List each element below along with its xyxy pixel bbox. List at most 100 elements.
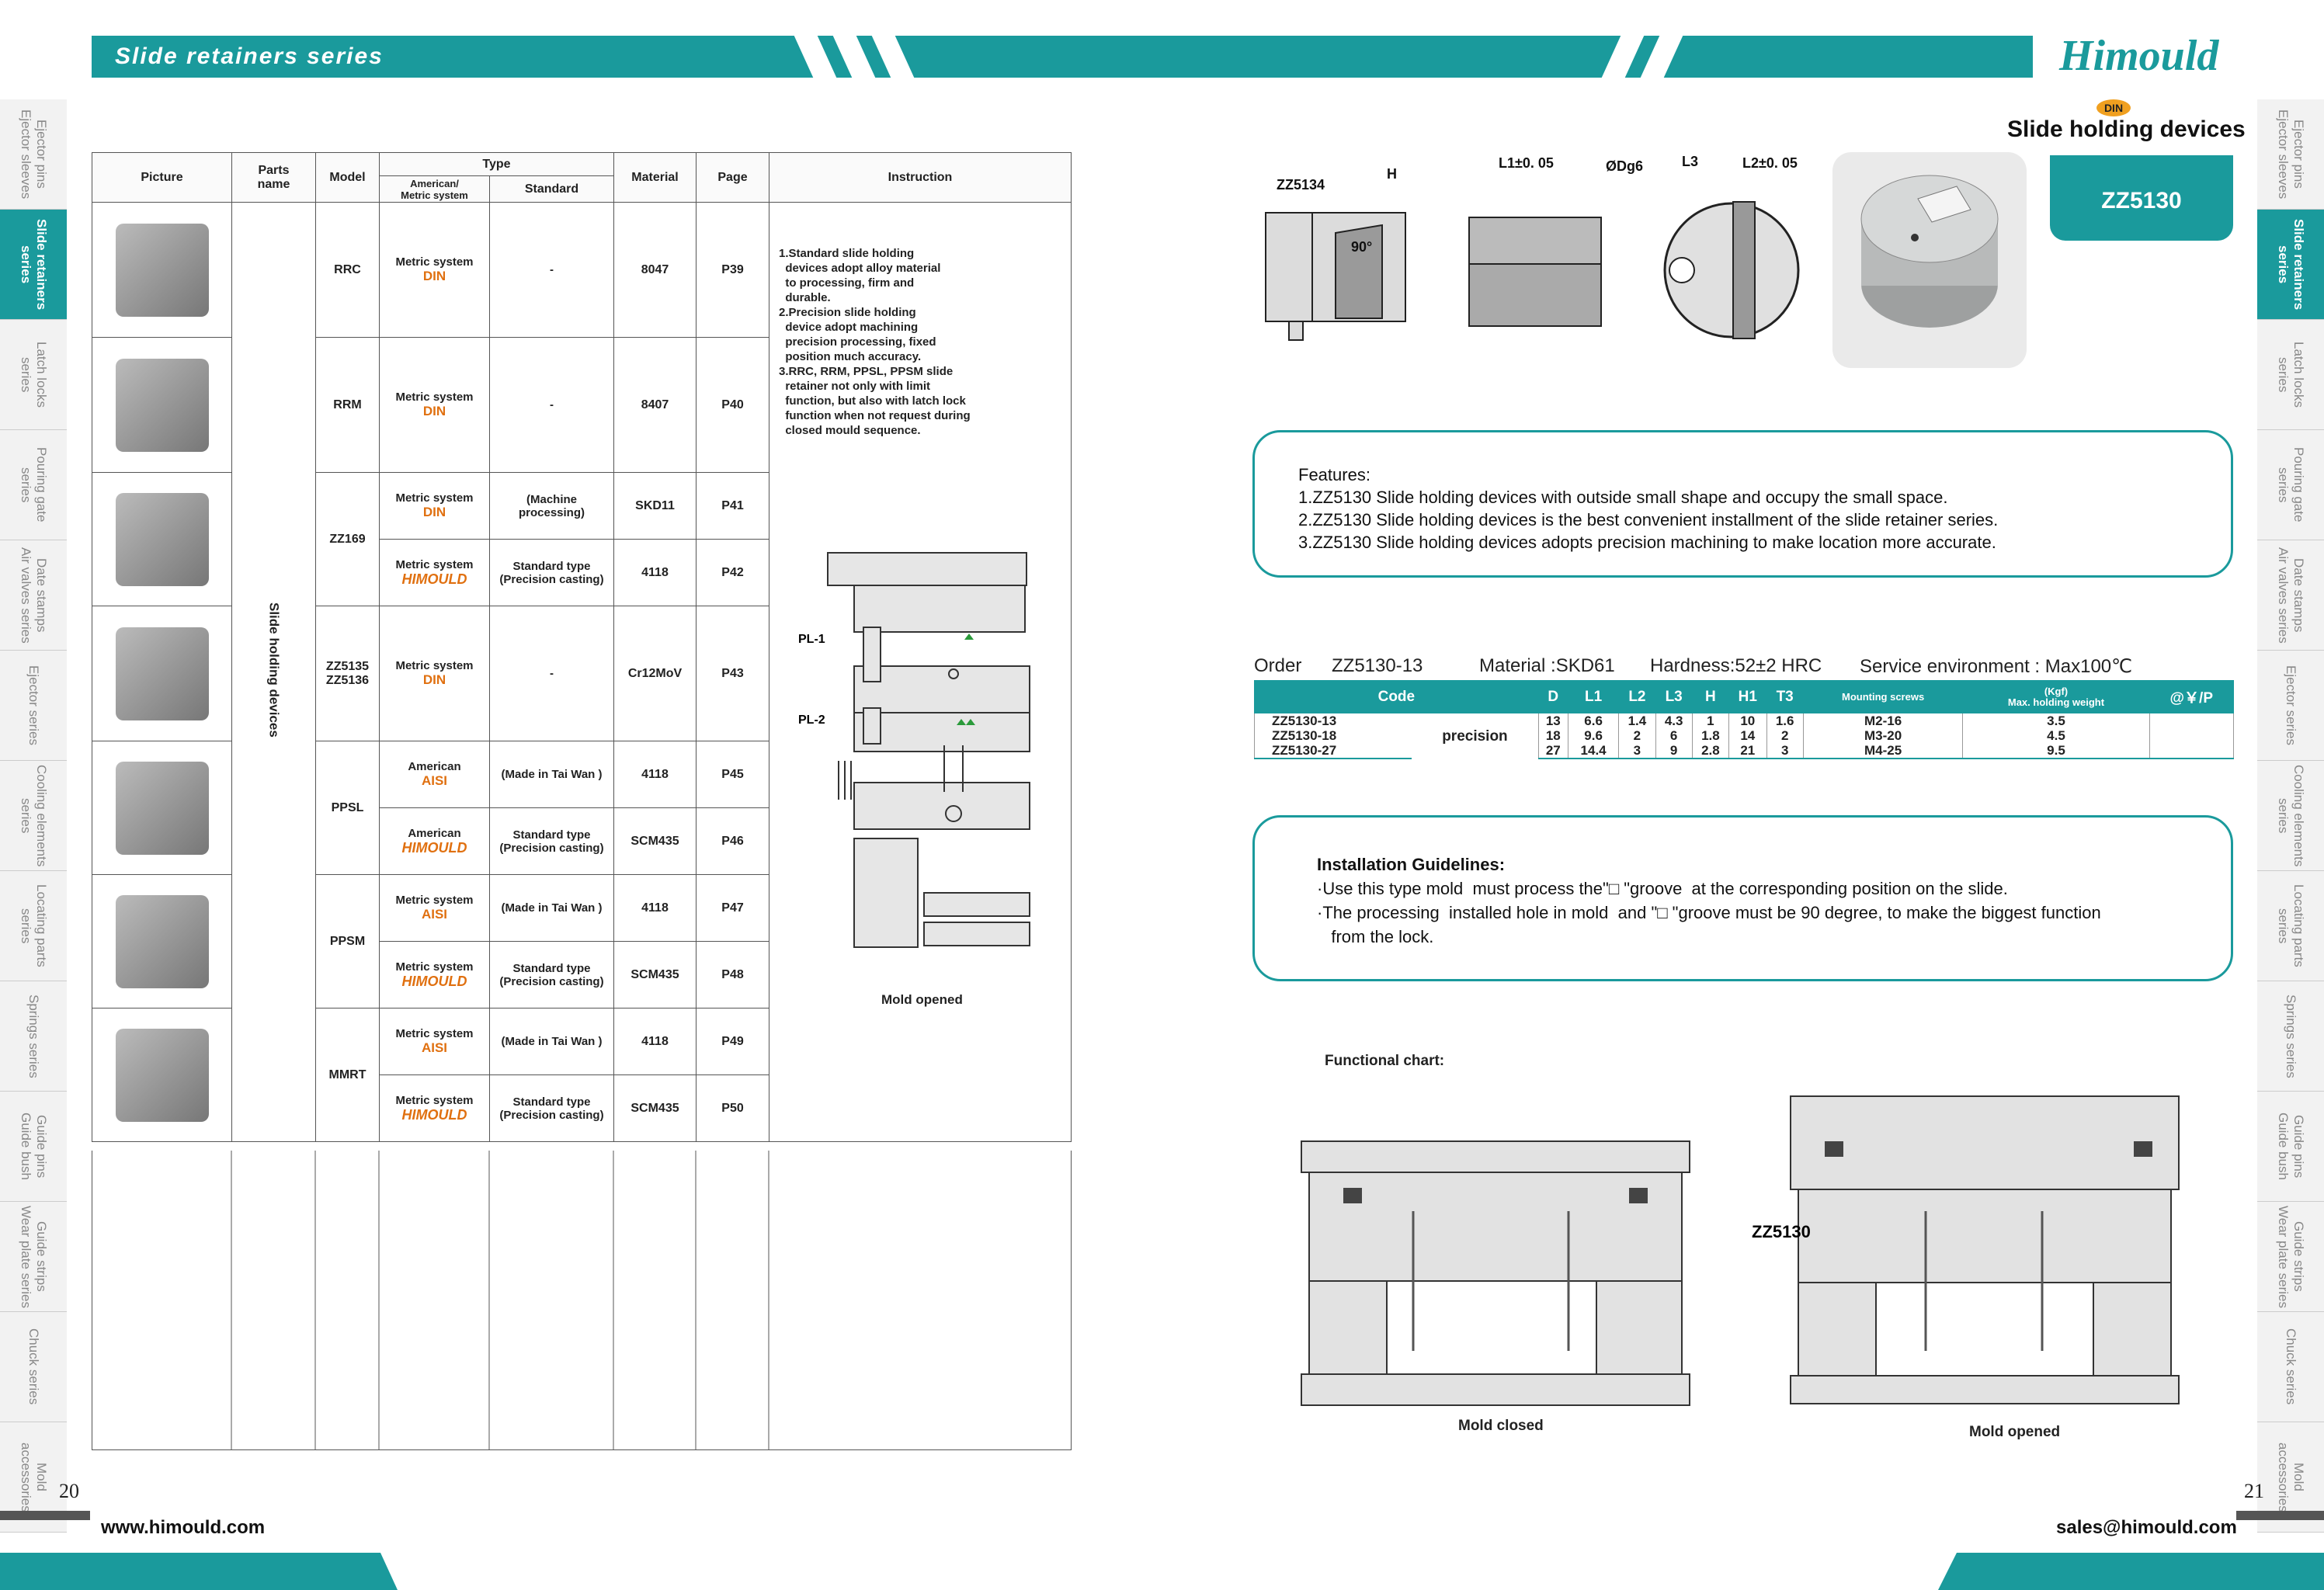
- page-cell: P47: [696, 874, 769, 942]
- side-tab[interactable]: Springs series: [0, 981, 67, 1092]
- side-tab[interactable]: Cooling elements series: [0, 761, 67, 871]
- page-cell: P50: [696, 1074, 769, 1142]
- header-stripes: [792, 31, 1685, 82]
- side-tab[interactable]: Chuck series: [0, 1312, 67, 1422]
- functional-callout: ZZ5130: [1752, 1222, 1811, 1241]
- model-cell: PPSM: [315, 874, 380, 1009]
- side-tab[interactable]: Ejector pins Ejector sleeves: [2257, 99, 2324, 210]
- material-cell: 4118: [613, 539, 697, 606]
- standard-tag: DIN: [422, 505, 446, 519]
- side-tab-label: Springs series: [26, 994, 41, 1078]
- product-photo-frame: [1832, 152, 2027, 368]
- side-tab[interactable]: Pouring gate series: [2257, 430, 2324, 540]
- mold-closed-caption: Mold closed: [1458, 1418, 1544, 1434]
- side-tab[interactable]: Locating parts series: [2257, 871, 2324, 981]
- spec-cell: 13: [1537, 713, 1568, 728]
- spec-cell: 14: [1728, 728, 1767, 743]
- functional-title: Functional chart:: [1325, 1053, 1445, 1069]
- side-tab-label: Springs series: [2284, 994, 2298, 1078]
- side-tab[interactable]: Ejector pins Ejector sleeves: [0, 99, 67, 210]
- standard-tag: AISI: [421, 907, 448, 922]
- side-tab[interactable]: Latch locks series: [0, 320, 67, 430]
- system-label: Metric system: [395, 894, 474, 907]
- side-tab-label: Guide pins Guide bush: [2276, 1113, 2306, 1180]
- side-tab[interactable]: Ejector series: [0, 651, 67, 761]
- side-tab-label: Locating parts series: [19, 884, 49, 967]
- product-image: [115, 492, 209, 586]
- side-tab[interactable]: Cooling elements series: [2257, 761, 2324, 871]
- features-title: Features:: [1298, 465, 1370, 484]
- spec-cell: 1.4: [1618, 713, 1656, 728]
- side-tab-label: Ejector pins Ejector sleeves: [2276, 109, 2306, 200]
- spec-cell: ZZ5130-13: [1254, 713, 1412, 728]
- page-cell: P39: [696, 202, 769, 338]
- website-link[interactable]: www.himould.com: [101, 1517, 266, 1538]
- mold-opened-diagram: PL-1 PL-2 Mold opened: [798, 552, 1030, 948]
- side-tab[interactable]: Guide strips Wear plate series: [2257, 1202, 2324, 1312]
- side-tab[interactable]: Date stamps Air valves series: [2257, 540, 2324, 651]
- table-empty-area: [92, 1151, 1072, 1450]
- side-tab[interactable]: Springs series: [2257, 981, 2324, 1092]
- spec-cell: 1: [1691, 713, 1730, 728]
- system-label: Metric system: [395, 255, 474, 269]
- product-image: [115, 894, 209, 988]
- side-tab[interactable]: Slide retainers series: [0, 210, 67, 320]
- page-cell: P41: [696, 472, 769, 540]
- side-tab[interactable]: Ejector series: [2257, 651, 2324, 761]
- system-label: American: [408, 760, 461, 773]
- technical-drawing: ZZ5134 L1±0. 05 ØDg6 L3 L2±0. 05 90° H: [1265, 154, 1800, 341]
- standard-tag: AISI: [421, 1040, 448, 1055]
- spec-cell: [2149, 743, 2235, 759]
- dim-l1: L1±0. 05: [1499, 155, 1554, 171]
- side-tab[interactable]: Latch locks series: [2257, 320, 2324, 430]
- system-label: Metric system: [395, 391, 474, 404]
- side-tab[interactable]: Slide retainers series: [2257, 210, 2324, 320]
- side-tab[interactable]: Guide strips Wear plate series: [0, 1202, 67, 1312]
- spec-header: L2: [1618, 680, 1656, 713]
- standard-tag: HIMOULD: [401, 1106, 467, 1123]
- spec-header: D: [1537, 680, 1568, 713]
- model-cell: RRM: [315, 337, 380, 473]
- side-tab[interactable]: Pouring gate series: [0, 430, 67, 540]
- spec-cell: 21: [1728, 743, 1767, 759]
- side-tab[interactable]: Chuck series: [2257, 1312, 2324, 1422]
- side-tab[interactable]: Locating parts series: [0, 871, 67, 981]
- product-table: Picture Parts name Model Type Material P…: [92, 152, 1072, 1142]
- standard-cell: -: [489, 202, 614, 338]
- order-service: Service environment : Max100℃: [1860, 656, 2133, 677]
- spec-header: Code: [1254, 680, 1539, 713]
- material-cell: SCM435: [613, 807, 697, 875]
- side-tab[interactable]: Date stamps Air valves series: [0, 540, 67, 651]
- standard-cell: (Made in Tai Wan ): [489, 1008, 614, 1075]
- product-image: [115, 358, 209, 452]
- side-tab-label: Cooling elements series: [2276, 764, 2306, 867]
- picture-cell: [92, 202, 232, 338]
- material-cell: 4118: [613, 741, 697, 808]
- spec-cell: [2149, 728, 2235, 743]
- spec-cell: 6: [1655, 728, 1693, 743]
- side-tab-label: Chuck series: [26, 1328, 41, 1405]
- footer-bars: [0, 1553, 2324, 1590]
- side-tab[interactable]: Guide pins Guide bush: [0, 1092, 67, 1202]
- side-tab-label: Ejector series: [26, 665, 41, 745]
- footer-line-left: [0, 1511, 90, 1520]
- model-cell: MMRT: [315, 1008, 380, 1142]
- side-tab[interactable]: Guide pins Guide bush: [2257, 1092, 2324, 1202]
- email-link[interactable]: sales@himould.com: [2056, 1517, 2237, 1538]
- install-line: ·The processing installed hole in mold a…: [1317, 903, 2101, 922]
- side-tab-label: Date stamps Air valves series: [19, 547, 49, 644]
- side-tab-label: Mold accessories: [19, 1442, 49, 1512]
- order-label: Order: [1254, 655, 1302, 676]
- system-label: Metric system: [395, 960, 474, 974]
- spec-cell: 2: [1618, 728, 1656, 743]
